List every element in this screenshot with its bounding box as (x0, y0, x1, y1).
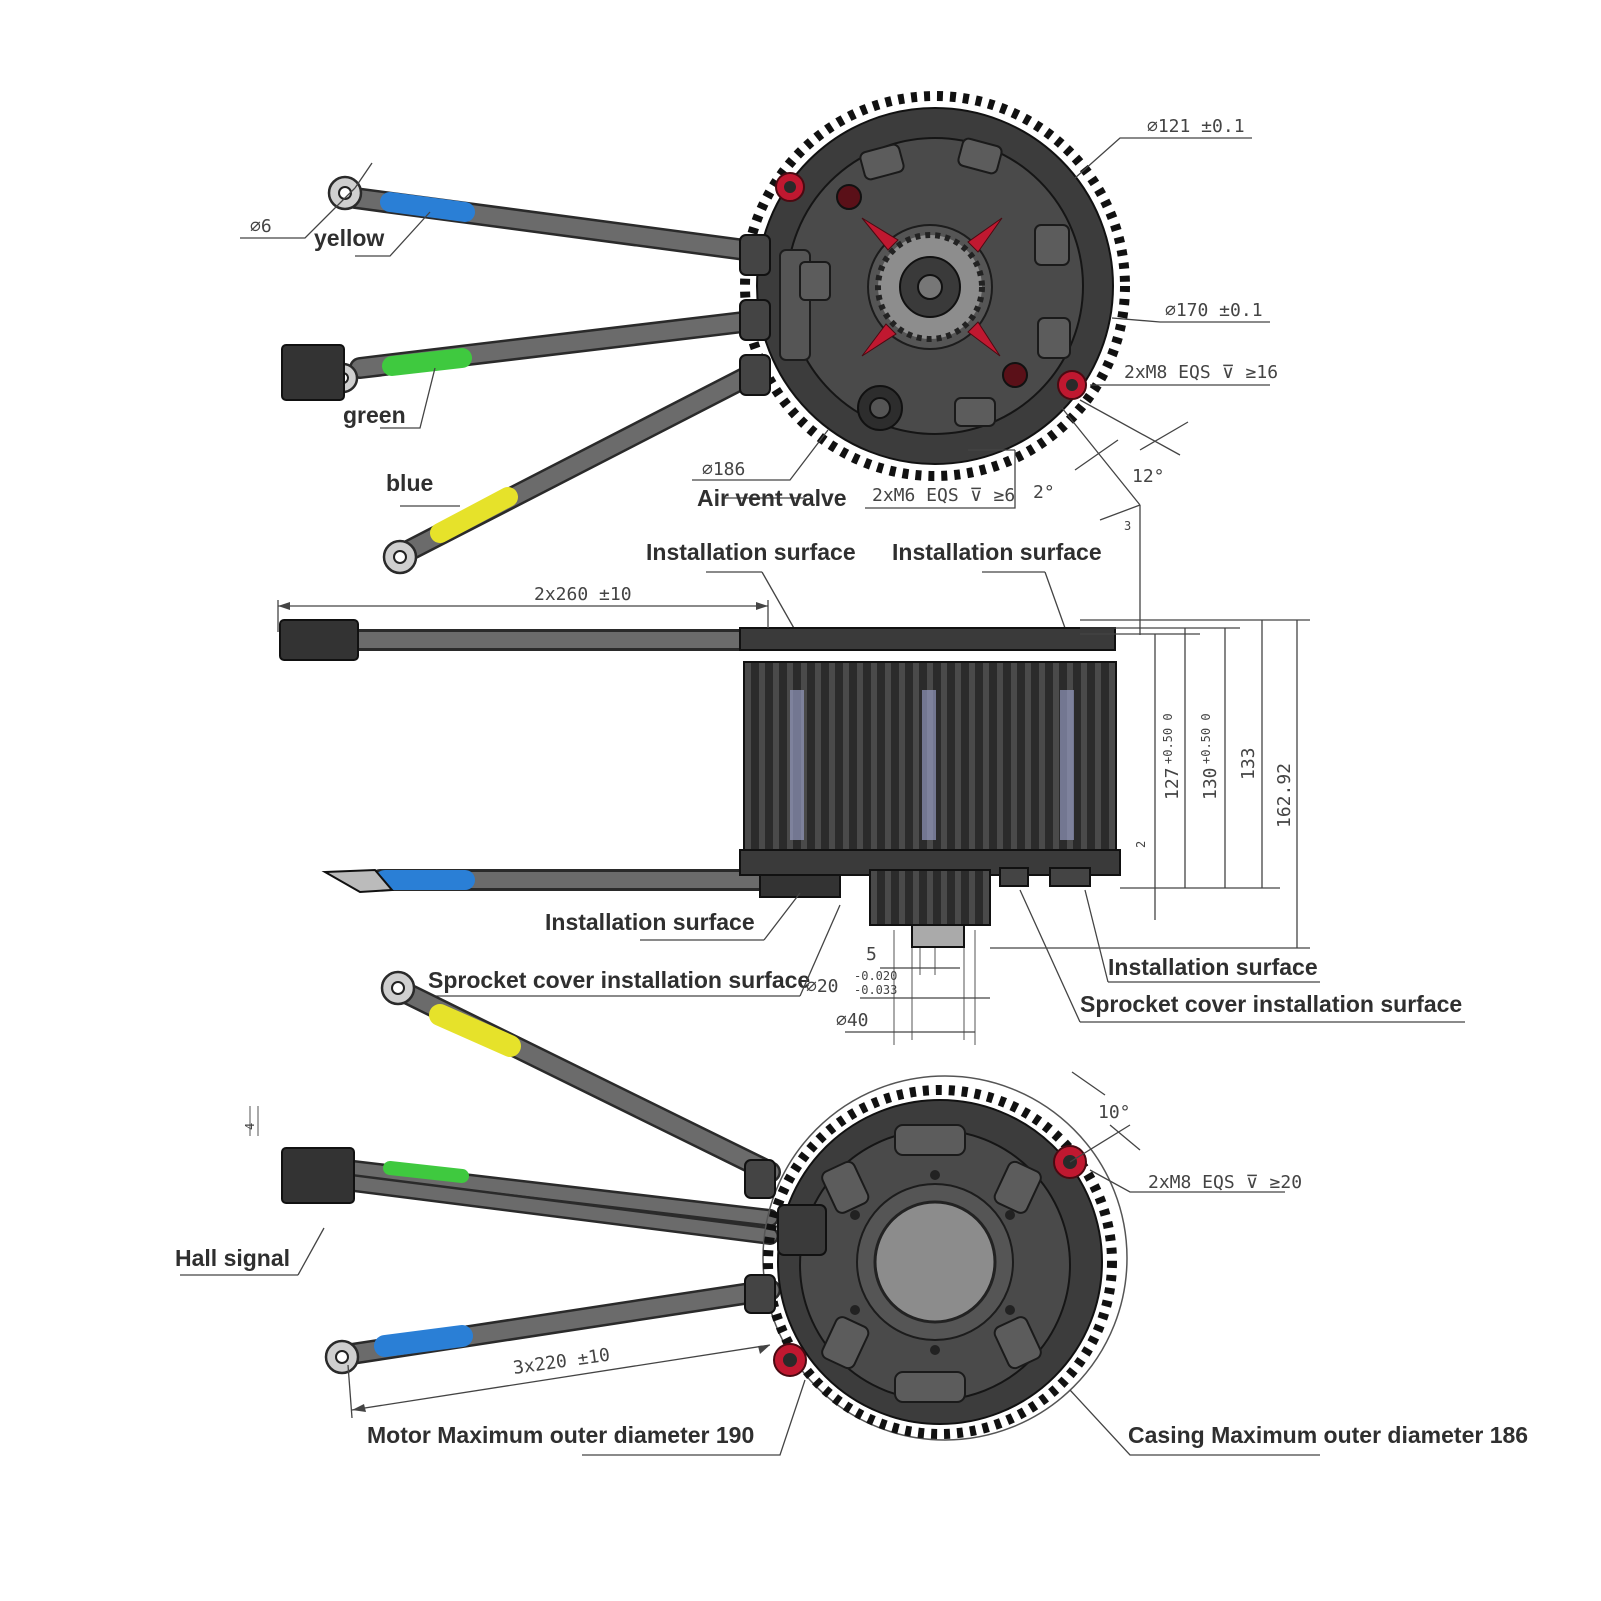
dim-m8-20: 2xM8 EQS ⊽ ≥20 (1148, 1172, 1302, 1193)
label-installation-surface-bottom-left: Installation surface (545, 909, 755, 935)
label-installation-surface-top-right: Installation surface (892, 539, 1102, 565)
top-motor-face (739, 91, 1130, 481)
dim-h130: 130 (1200, 767, 1221, 800)
output-bore (873, 1200, 997, 1324)
bottom-dimension-lines (180, 1071, 1320, 1456)
dim-tol-127: +0.50 0 (1161, 713, 1175, 764)
dim-d170: ∅170 ±0.1 (1165, 300, 1263, 321)
dim-d40: ∅40 (836, 1010, 869, 1031)
top-view: yellow green blue Air vent valve ∅6 ∅121… (240, 91, 1278, 635)
label-blue: blue (386, 470, 433, 496)
dim-two: 2 (1134, 841, 1148, 848)
dim-tol-130: +0.50 0 (1199, 713, 1213, 764)
label-hall-signal: Hall signal (175, 1245, 290, 1271)
label-sprocket-cover-left: Sprocket cover installation surface (428, 967, 810, 993)
dim-four: 4 (243, 1123, 257, 1130)
label-yellow: yellow (314, 225, 384, 251)
cable-gland (739, 354, 771, 396)
dim-three: 3 (1124, 519, 1131, 533)
dim-cable-2x260: 2x260 ±10 (534, 584, 632, 605)
side-view: Installation surface Installation surfac… (277, 539, 1465, 1045)
hall-connector (281, 1147, 355, 1204)
bottom-motor-face (744, 1075, 1128, 1441)
dim-d20-tol-lower: -0.033 (854, 983, 897, 997)
label-installation-surface-top-left: Installation surface (646, 539, 856, 565)
output-shaft (911, 924, 965, 948)
dim-h127: 127 (1162, 767, 1183, 800)
green-sleeve (383, 1161, 469, 1183)
vent-pockets (821, 1124, 1042, 1403)
label-casing-max-od: Casing Maximum outer diameter 186 (1128, 1422, 1528, 1448)
dim-five: 5 (866, 944, 877, 965)
connector-plug (279, 619, 359, 661)
connector-plug (281, 344, 345, 401)
dim-h130-group: 130 +0.50 0 (1199, 713, 1221, 800)
dim-m6-6: 2xM6 EQS ⊽ ≥6 (872, 485, 1015, 506)
top-cables (281, 175, 771, 575)
output-sprocket (869, 869, 991, 926)
dim-m8-16: 2xM8 EQS ⊽ ≥16 (1124, 362, 1278, 383)
label-green: green (343, 402, 406, 428)
dim-angle-2: 2° (1033, 482, 1055, 503)
dim-h162: 162.92 (1274, 763, 1295, 828)
cable-gland (744, 1159, 776, 1199)
dim-d186: ∅186 (702, 459, 745, 480)
dim-d121: ∅121 ±0.1 (1147, 116, 1245, 137)
m6-bolt-hole (1002, 362, 1028, 388)
dim-d20-tol-upper: -0.020 (854, 969, 897, 983)
yellow-sleeve (429, 1004, 521, 1057)
vent-pockets (799, 137, 1071, 427)
cable-gland (744, 1274, 776, 1314)
label-installation-surface-bottom-right: Installation surface (1108, 954, 1318, 980)
blue-sleeve (380, 192, 475, 222)
label-air-vent-valve: Air vent valve (697, 485, 847, 511)
green-sleeve (382, 348, 472, 376)
hall-gland (777, 1204, 827, 1256)
cable-gland (739, 299, 771, 341)
m6-bolt-hole (836, 184, 862, 210)
dim-angle-10: 10° (1098, 1102, 1131, 1123)
label-sprocket-cover-right: Sprocket cover installation surface (1080, 991, 1462, 1017)
dim-h127-group: 127 +0.50 0 (1161, 713, 1183, 800)
bottom-view: 10° 2xM8 EQS ⊽ ≥20 3x220 ±10 4 Hall sign… (175, 970, 1528, 1456)
top-dimension-lines (240, 137, 1270, 635)
dim-d6: ∅6 (250, 216, 272, 237)
dim-cable-3x220: 3x220 ±10 (512, 1345, 612, 1379)
cable-gland (739, 234, 771, 276)
ring-terminal (321, 868, 395, 894)
dim-d20: ∅20 (806, 976, 839, 997)
dim-h133: 133 (1238, 747, 1259, 780)
bottom-cables (281, 970, 781, 1375)
dim-angle-12: 12° (1132, 466, 1165, 487)
blue-sleeve (374, 1325, 473, 1357)
label-motor-max-od: Motor Maximum outer diameter 190 (367, 1422, 754, 1448)
yellow-sleeve (430, 487, 518, 543)
